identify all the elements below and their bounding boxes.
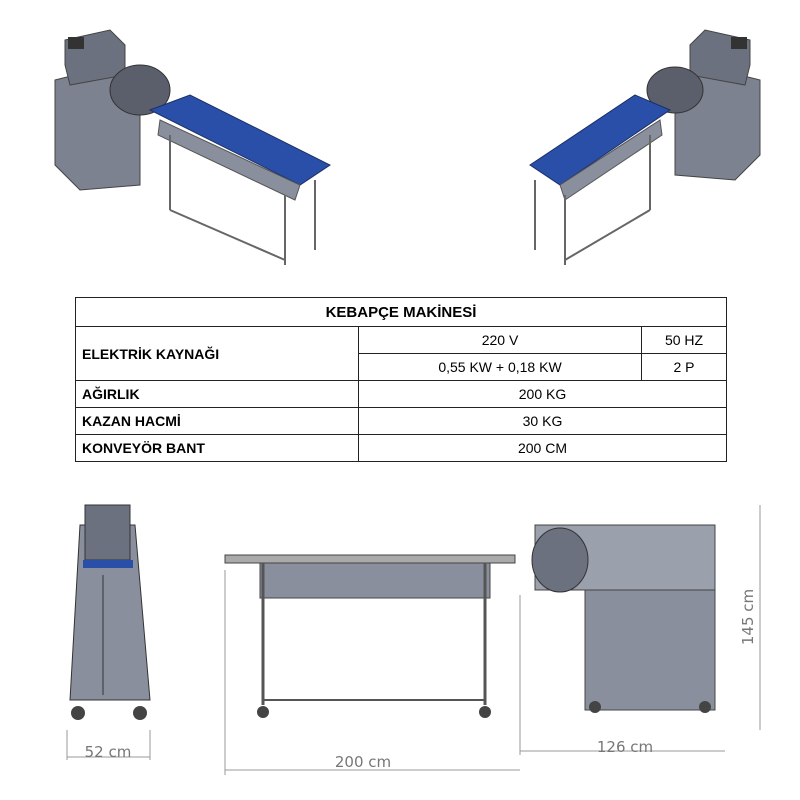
conveyor-value: 200 CM (358, 434, 727, 462)
conveyor-length-dimension: 200 cm (335, 753, 391, 771)
voltage-value: 220 V (358, 326, 642, 354)
machine-isometric-left (54, 29, 331, 265)
machine-length-dimension: 126 cm (597, 738, 653, 756)
width-dimension: 52 cm (85, 743, 132, 761)
height-dimension: 145 cm (739, 589, 757, 645)
phase-value: 2 P (641, 353, 727, 381)
conveyor-belt (148, 94, 331, 186)
machine-isometric-right (529, 29, 761, 265)
front-view-drawing: 52 cm (66, 504, 151, 761)
row-label-weight: AĞIRLIK (75, 380, 359, 408)
power-value: 0,55 KW + 0,18 KW (358, 353, 642, 381)
table-title: KEBAPÇE MAKİNESİ (75, 297, 727, 327)
spec-table: KEBAPÇE MAKİNESİ ELEKTRİK KAYNAĞI 220 V … (75, 297, 727, 462)
side-view-drawing: 145 cm 126 cm 200 cm (224, 505, 761, 775)
frequency-value: 50 HZ (641, 326, 727, 354)
row-label-capacity: KAZAN HACMİ (75, 407, 359, 435)
capacity-value: 30 KG (358, 407, 727, 435)
weight-value: 200 KG (358, 380, 727, 408)
control-panel-icon (68, 37, 84, 49)
row-label-electric: ELEKTRİK KAYNAĞI (75, 326, 359, 381)
row-label-conveyor: KONVEYÖR BANT (75, 434, 359, 462)
